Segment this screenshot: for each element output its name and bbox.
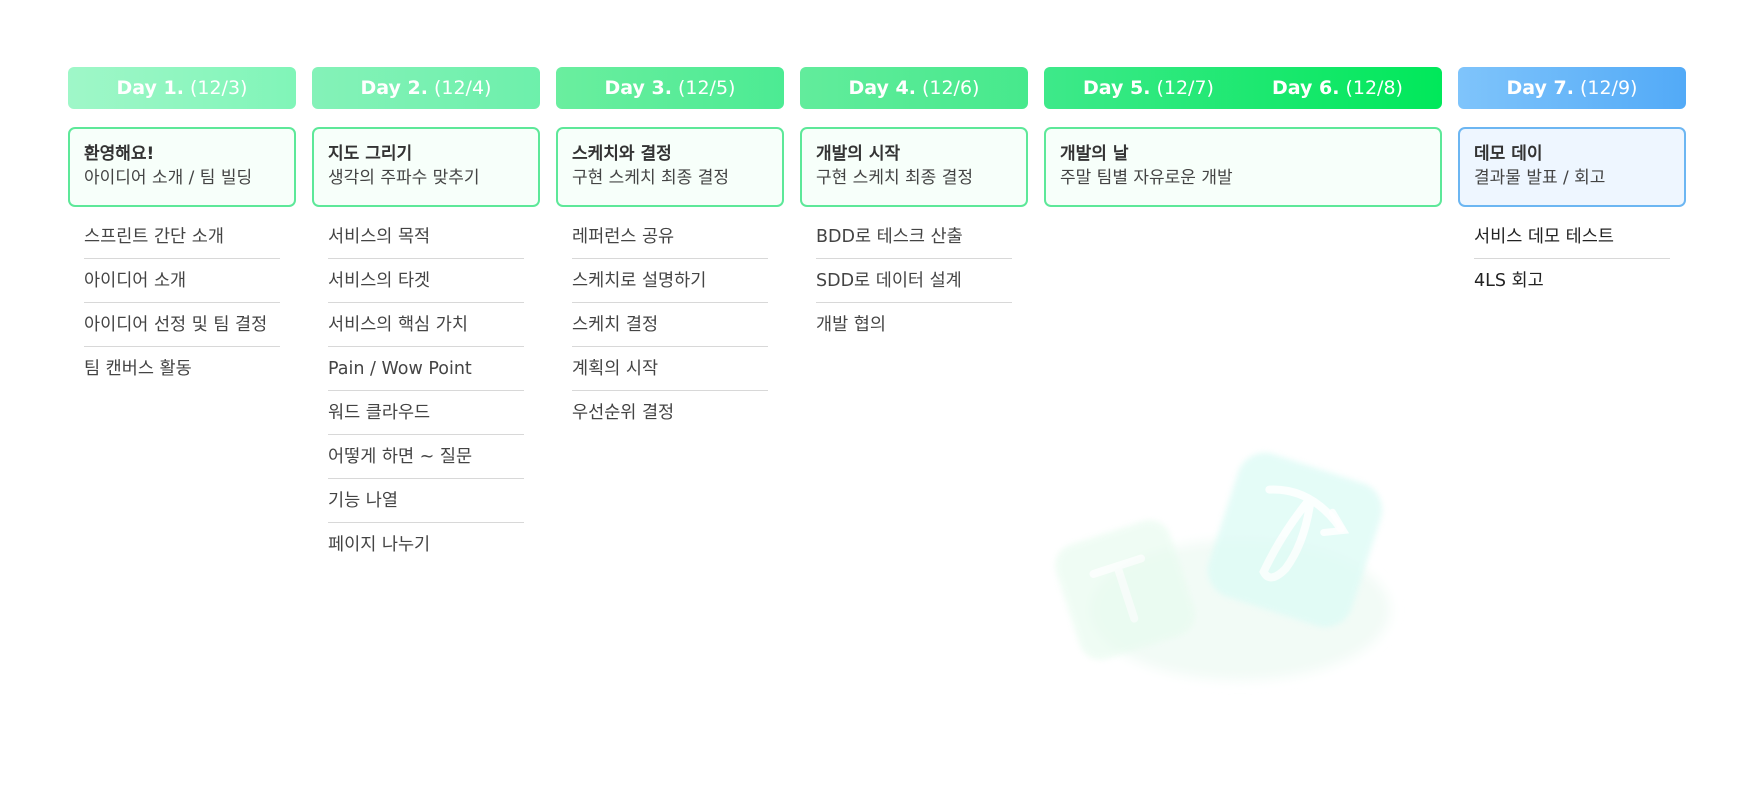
day-date: (12/6) bbox=[921, 77, 980, 99]
pen-tile-icon bbox=[1055, 520, 1195, 660]
list-item: 어떻게 하면 ~ 질문 bbox=[328, 435, 524, 479]
activity-list: 레퍼런스 공유 스케치로 설명하기 스케치 결정 계획의 시작 우선순위 결정 bbox=[556, 215, 784, 435]
list-item: 4LS 회고 bbox=[1474, 271, 1544, 291]
list-item: 서비스의 핵심 가치 bbox=[328, 303, 524, 347]
activity-list: 스프린트 간단 소개 아이디어 소개 아이디어 선정 및 팀 결정 팀 캔버스 … bbox=[68, 215, 296, 391]
list-item: 서비스의 목적 bbox=[328, 215, 524, 259]
list-item: 서비스 데모 테스트 bbox=[1474, 215, 1670, 259]
day-card: 개발의 시작 구현 스케치 최종 결정 bbox=[800, 127, 1028, 207]
card-subtitle: 구현 스케치 최종 결정 bbox=[816, 168, 973, 188]
activity-list: 서비스 데모 테스트 4LS 회고 bbox=[1458, 215, 1686, 303]
card-subtitle: 결과물 발표 / 회고 bbox=[1474, 168, 1606, 188]
card-title: 데모 데이 bbox=[1474, 144, 1543, 164]
card-subtitle: 생각의 주파수 맞추기 bbox=[328, 168, 480, 188]
day-column-2: Day 2.(12/4) 지도 그리기 생각의 주파수 맞추기 서비스의 목적 … bbox=[312, 67, 540, 567]
card-title: 환영해요! bbox=[84, 144, 155, 164]
day-column-1: Day 1.(12/3) 환영해요! 아이디어 소개 / 팀 빌딩 스프린트 간… bbox=[68, 67, 296, 391]
day-header: Day 4.(12/6) bbox=[800, 67, 1028, 109]
list-item: SDD로 데이터 설계 bbox=[816, 259, 1012, 303]
day-header: Day 7.(12/9) bbox=[1458, 67, 1686, 109]
list-item: 아이디어 소개 bbox=[84, 259, 280, 303]
card-title: 지도 그리기 bbox=[328, 144, 413, 164]
day-label: Day 2. bbox=[360, 77, 428, 99]
day-column-7: Day 7.(12/9) 데모 데이 결과물 발표 / 회고 서비스 데모 테스… bbox=[1458, 67, 1686, 303]
list-item: 서비스의 타겟 bbox=[328, 259, 524, 303]
day-label: Day 1. bbox=[116, 77, 184, 99]
list-item: 기능 나열 bbox=[328, 479, 524, 523]
list-item: 스프린트 간단 소개 bbox=[84, 215, 280, 259]
card-title: 개발의 날 bbox=[1060, 144, 1129, 164]
list-item: 개발 협의 bbox=[816, 315, 886, 335]
day-date: (12/4) bbox=[433, 77, 492, 99]
day-header: Day 5.(12/7) Day 6.(12/8) bbox=[1044, 67, 1442, 109]
day-label: Day 4. bbox=[848, 77, 916, 99]
pen-tile-icon bbox=[1207, 452, 1383, 628]
decoration-graphic bbox=[1055, 452, 1390, 680]
list-item: 팀 캔버스 활동 bbox=[84, 359, 192, 379]
day-card: 환영해요! 아이디어 소개 / 팀 빌딩 bbox=[68, 127, 296, 207]
day-label: Day 6. bbox=[1272, 77, 1340, 99]
day-label: Day 3. bbox=[604, 77, 672, 99]
card-subtitle: 아이디어 소개 / 팀 빌딩 bbox=[84, 168, 253, 188]
day-card: 개발의 날 주말 팀별 자유로운 개발 bbox=[1044, 127, 1442, 207]
day-column-4: Day 4.(12/6) 개발의 시작 구현 스케치 최종 결정 BDD로 테스… bbox=[800, 67, 1028, 347]
day-5-heading: Day 5.(12/7) bbox=[1083, 77, 1214, 99]
card-subtitle: 구현 스케치 최종 결정 bbox=[572, 168, 729, 188]
day-header: Day 1.(12/3) bbox=[68, 67, 296, 109]
day-card: 스케치와 결정 구현 스케치 최종 결정 bbox=[556, 127, 784, 207]
day-label: Day 7. bbox=[1506, 77, 1574, 99]
card-title: 스케치와 결정 bbox=[572, 144, 672, 164]
list-item: 스케치 결정 bbox=[572, 303, 768, 347]
day-date: (12/8) bbox=[1345, 77, 1403, 99]
list-item: 워드 클라우드 bbox=[328, 391, 524, 435]
day-card: 데모 데이 결과물 발표 / 회고 bbox=[1458, 127, 1686, 207]
day-label: Day 5. bbox=[1083, 77, 1151, 99]
activity-list: BDD로 테스크 산출 SDD로 데이터 설계 개발 협의 bbox=[800, 215, 1028, 347]
list-item: 페이지 나누기 bbox=[328, 535, 431, 555]
card-subtitle: 주말 팀별 자유로운 개발 bbox=[1060, 168, 1233, 188]
day-card: 지도 그리기 생각의 주파수 맞추기 bbox=[312, 127, 540, 207]
day-column-5-6: Day 5.(12/7) Day 6.(12/8) 개발의 날 주말 팀별 자유… bbox=[1044, 67, 1442, 207]
list-item: Pain / Wow Point bbox=[328, 347, 524, 391]
list-item: BDD로 테스크 산출 bbox=[816, 215, 1012, 259]
list-item: 아이디어 선정 및 팀 결정 bbox=[84, 303, 280, 347]
card-title: 개발의 시작 bbox=[816, 144, 901, 164]
day-6-heading: Day 6.(12/8) bbox=[1272, 77, 1403, 99]
day-date: (12/9) bbox=[1579, 77, 1638, 99]
list-item: 우선순위 결정 bbox=[572, 403, 675, 423]
day-date: (12/7) bbox=[1156, 77, 1214, 99]
day-date: (12/5) bbox=[677, 77, 736, 99]
day-header: Day 3.(12/5) bbox=[556, 67, 784, 109]
list-item: 스케치로 설명하기 bbox=[572, 259, 768, 303]
day-header: Day 2.(12/4) bbox=[312, 67, 540, 109]
day-date: (12/3) bbox=[189, 77, 248, 99]
list-item: 레퍼런스 공유 bbox=[572, 215, 768, 259]
activity-list: 서비스의 목적 서비스의 타겟 서비스의 핵심 가치 Pain / Wow Po… bbox=[312, 215, 540, 567]
list-item: 계획의 시작 bbox=[572, 347, 768, 391]
day-column-3: Day 3.(12/5) 스케치와 결정 구현 스케치 최종 결정 레퍼런스 공… bbox=[556, 67, 784, 435]
